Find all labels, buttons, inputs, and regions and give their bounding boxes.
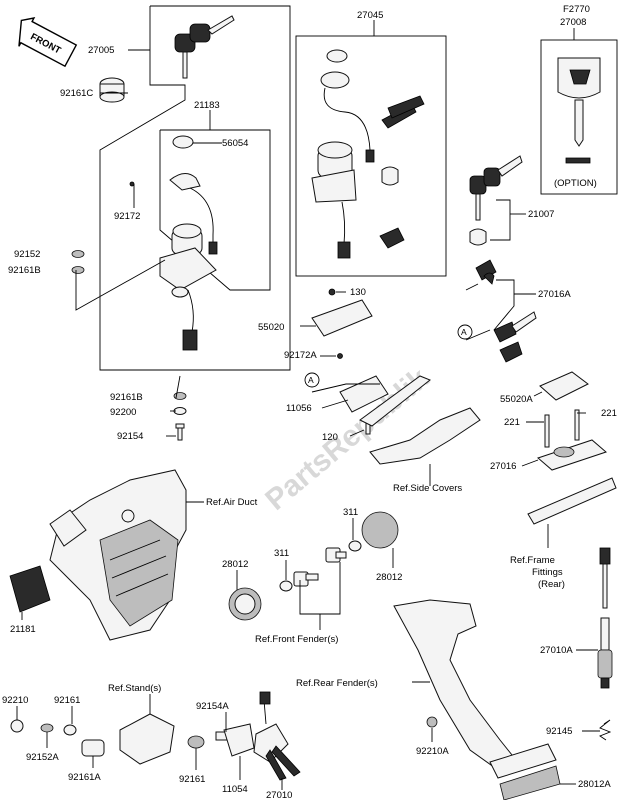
label-130: 130: [350, 287, 366, 298]
grommet-group: [228, 511, 399, 630]
label-ref-frame-1: Ref.Frame: [510, 555, 555, 566]
callout-a-1: A: [461, 327, 467, 337]
label-92210: 92210: [2, 695, 28, 706]
washer-92161b-b: [173, 392, 187, 400]
label-27010a: 27010A: [540, 645, 573, 656]
label-120: 120: [322, 432, 338, 443]
label-28012-a: 28012: [222, 559, 248, 570]
label-f2770: F2770: [563, 4, 590, 15]
label-221-a: 221: [504, 417, 520, 428]
callout-a-2: A: [308, 375, 314, 385]
label-92145: 92145: [546, 726, 572, 737]
seat-lock-27016: [521, 371, 617, 548]
option-key-27008: [540, 28, 618, 195]
label-92154: 92154: [117, 431, 143, 442]
label-311-a: 311: [274, 548, 289, 559]
ring-56054: [172, 135, 194, 149]
label-27045: 27045: [357, 10, 383, 21]
label-27016a: 27016A: [538, 289, 571, 300]
label-ref-side-covers: Ref.Side Covers: [393, 483, 462, 494]
label-11056: 11056: [286, 403, 312, 414]
label-11054: 11054: [222, 784, 248, 795]
label-27005: 27005: [88, 45, 114, 56]
label-92210a: 92210A: [416, 746, 449, 757]
label-28012a: 28012A: [578, 779, 611, 790]
label-92172: 92172: [114, 211, 140, 222]
label-ref-frame-3: (Rear): [538, 579, 565, 590]
switch-27010a: [576, 547, 613, 741]
label-28012-b: 28012: [376, 572, 402, 583]
washer-92161b-a: [71, 266, 85, 274]
stand-switch-group: [10, 691, 301, 790]
ignition-switch-group: [71, 5, 291, 441]
label-27010: 27010: [266, 790, 292, 800]
label-21007: 21007: [528, 209, 554, 220]
bolt-92154: [175, 423, 185, 441]
label-92161: 92161: [54, 695, 80, 706]
label-92152a: 92152A: [26, 752, 59, 763]
label-92161a: 92161A: [68, 772, 101, 783]
label-55020a: 55020A: [500, 394, 533, 405]
lock-27016a: [465, 259, 537, 363]
label-92161b-a: 92161B: [8, 265, 41, 276]
front-arrow: FRONT: [18, 17, 78, 68]
label-ref-front-fender: Ref.Front Fender(s): [255, 634, 338, 645]
label-ref-air-duct: Ref.Air Duct: [206, 497, 258, 508]
washer-92152: [71, 250, 85, 258]
label-92161c: 92161C: [60, 88, 93, 99]
label-92161-b: 92161: [179, 774, 205, 785]
label-21183: 21183: [194, 100, 220, 111]
label-21181: 21181: [10, 624, 36, 635]
label-ref-rear-fender: Ref.Rear Fender(s): [296, 678, 378, 689]
label-ref-stand: Ref.Stand(s): [108, 683, 161, 694]
label-56054: 56054: [222, 138, 248, 149]
rear-fender-assembly: [393, 599, 576, 800]
air-duct-21181: [9, 469, 204, 641]
label-92154a: 92154A: [196, 701, 229, 712]
label-27008: 27008: [560, 17, 586, 28]
label-ref-frame-2: Fittings: [532, 567, 563, 578]
callout-a-circle-2: [304, 372, 320, 388]
label-option: (OPTION): [554, 178, 597, 189]
label-311-b: 311: [343, 507, 358, 518]
label-55020: 55020: [258, 322, 284, 333]
key-set-21007: [469, 155, 526, 246]
key-set-27005: [174, 15, 235, 79]
label-27016: 27016: [490, 461, 516, 472]
label-92172a: 92172A: [284, 350, 317, 361]
lock-set-27045: [295, 20, 447, 277]
bracket-assembly: [300, 288, 481, 486]
label-92152: 92152: [14, 249, 40, 260]
ignition-switch-body: [129, 173, 218, 351]
callout-a-circle-1: [457, 324, 473, 340]
cap-92161c: [99, 77, 125, 103]
label-92161b-b: 92161B: [110, 392, 143, 403]
label-92200: 92200: [110, 407, 136, 418]
label-221-b: 221: [601, 408, 617, 419]
